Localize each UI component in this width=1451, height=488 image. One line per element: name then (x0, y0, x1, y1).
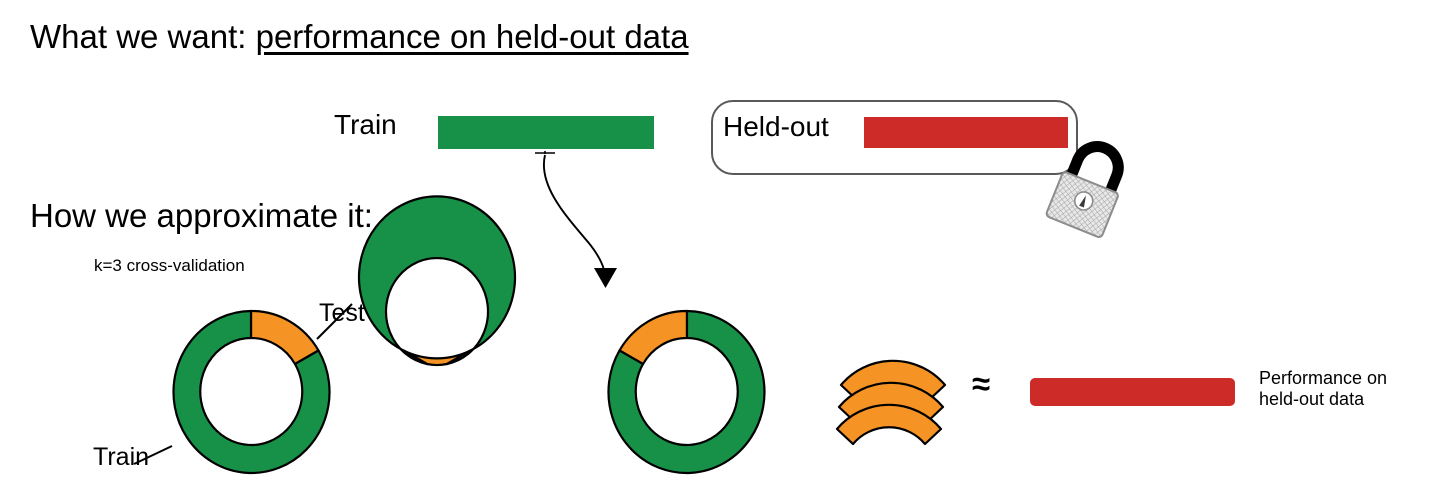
page-title-plain: What we want: (30, 18, 256, 55)
held-out-bar-label: Held-out (723, 111, 829, 142)
fold2-slice-train (357, 195, 517, 366)
test-slice-label: Test (319, 299, 365, 327)
page-title: What we want: performance on held-out da… (30, 18, 689, 57)
test-arc-1 (835, 403, 943, 446)
fold1-slice-test (249, 309, 320, 366)
kfold-caption: k=3 cross-validation (94, 256, 245, 275)
train-bar-label: Train (334, 109, 397, 140)
section-heading: How we approximate it: (30, 197, 373, 234)
fold1-slice-train (172, 309, 331, 475)
fold2-slice-test (402, 349, 472, 367)
held-out-data-bar (864, 117, 1068, 148)
train-data-bar (438, 116, 654, 149)
donut-chart-fold-3 (607, 309, 766, 475)
performance-caption-line2: held-out data (1259, 389, 1365, 410)
approximately-equal-sign: ≈ (972, 365, 991, 402)
donut-chart-fold-2 (357, 195, 517, 367)
curved-arrow-icon (535, 151, 617, 288)
train-slice-label: Train (93, 443, 150, 471)
page-title-underlined: performance on held-out data (255, 18, 689, 55)
performance-caption-line1: Performance on (1259, 368, 1388, 388)
fold3-slice-test (618, 309, 689, 366)
test-arc-2 (837, 381, 945, 424)
donut-chart-fold-1 (172, 309, 331, 475)
test-arc-3 (839, 359, 947, 402)
aggregated-test-arcs (835, 359, 947, 446)
held-out-container (711, 100, 1078, 175)
fold3-slice-train (607, 309, 766, 475)
result-performance-bar (1030, 378, 1235, 406)
